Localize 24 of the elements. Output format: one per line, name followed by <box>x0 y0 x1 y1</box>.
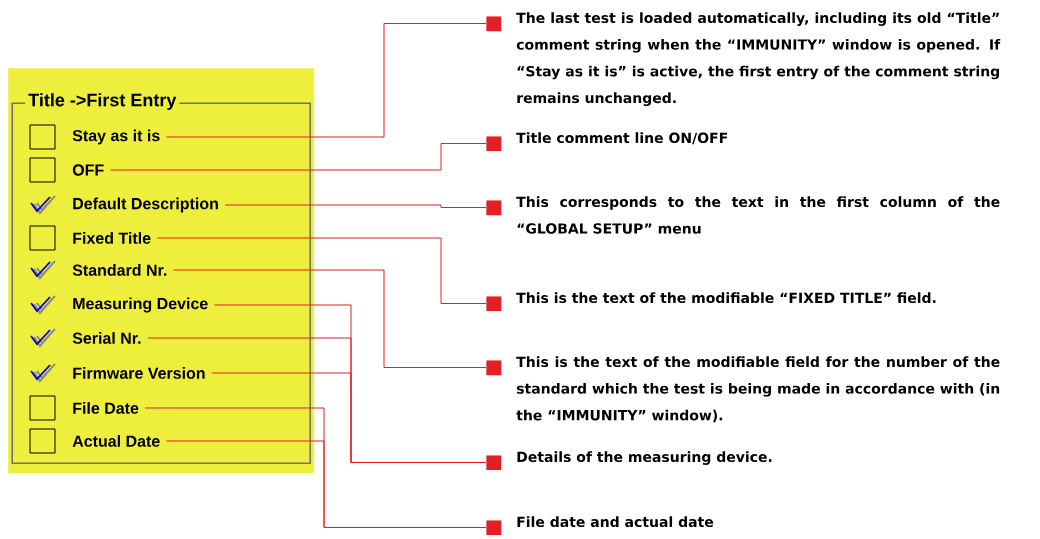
callout-text: Details of the measuring device. <box>486 451 772 470</box>
leader-line <box>224 204 487 208</box>
leader-line <box>173 269 487 368</box>
leader-line <box>165 440 487 528</box>
callout-text: The last test is loaded automatically, including its old “Title” comment string when the “IMMUNITY” window is opened. If “Stay as it is” is active, the first entry of the comment string remains unchanged. <box>486 12 1001 106</box>
callout-text: This is the text of the modifiable field for the number of the standard which the test is being made in accordance with (in the “IMMUNITY” window). <box>486 356 1000 423</box>
option-label: Serial Nr. <box>72 332 141 344</box>
callout-text: Title comment line ON/OFF <box>486 132 728 151</box>
option-label: Stay as it is <box>72 129 160 145</box>
option-label: File Date <box>73 402 139 414</box>
leader-line <box>165 23 487 138</box>
leader-line <box>211 372 487 463</box>
option-label: Actual Date <box>72 435 160 447</box>
callout-text: This is the text of the modifiable “FIXED TITLE” field. <box>486 292 936 311</box>
option-label: Measuring Device <box>73 297 208 313</box>
option-label: OFF <box>72 164 104 176</box>
option-label: Standard Nr. <box>72 264 167 276</box>
option-label: Firmware Version <box>73 367 205 379</box>
callout-text: This corresponds to the text in the first column of the “GLOBAL SETUP” menu <box>486 196 1000 234</box>
callout-text: File date and actual date <box>486 516 714 535</box>
option-label: Default Description <box>73 197 218 213</box>
option-label: Fixed Title <box>73 232 151 244</box>
leader-line <box>109 143 487 171</box>
leader-line <box>156 237 487 304</box>
